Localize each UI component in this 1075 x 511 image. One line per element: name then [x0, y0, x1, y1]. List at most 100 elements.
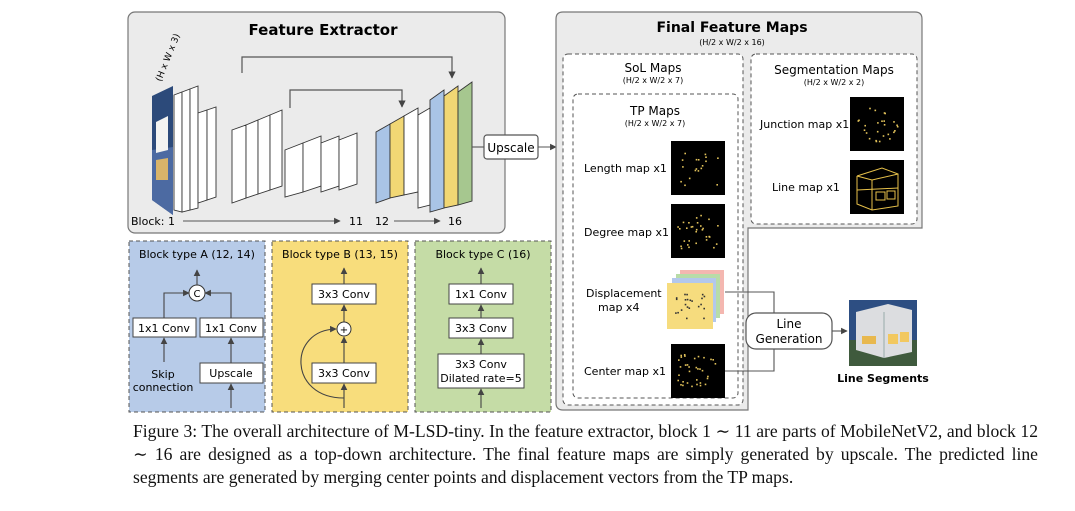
block-axis-mark-16: 16 — [448, 215, 462, 228]
map-dot — [701, 293, 704, 296]
final-feature-maps-dim: (H/2 x W/2 x 16) — [699, 38, 765, 47]
degree-map-label: Degree map x1 — [584, 226, 669, 239]
map-dot — [697, 305, 700, 308]
skip-connection-lines — [241, 56, 456, 108]
map-dot — [710, 358, 712, 361]
block-b-conv-bottom: 3x3 Conv — [318, 367, 370, 380]
map-dot — [684, 355, 686, 357]
map-dot — [705, 156, 707, 158]
map-dot — [703, 356, 705, 359]
map-dot — [679, 228, 681, 230]
tp-maps-title: TP Maps — [629, 104, 680, 118]
map-dot — [702, 227, 704, 230]
map-dot — [677, 379, 679, 382]
map-dot — [704, 153, 707, 156]
map-dot — [683, 240, 686, 242]
map-dot — [882, 135, 885, 137]
map-dot — [697, 368, 699, 370]
map-dot — [700, 214, 702, 217]
map-dot — [688, 246, 690, 249]
block-c-conv-3-line-2: Dilated rate=5 — [440, 372, 521, 385]
sol-maps-title: SoL Maps — [624, 61, 681, 75]
map-dot — [677, 311, 679, 314]
map-dot — [896, 124, 898, 127]
map-dot — [696, 379, 698, 381]
map-dot — [680, 356, 683, 358]
feature-extractor-panel: Feature Extractor (H x W x 3) — [127, 11, 506, 234]
map-dot — [707, 375, 709, 378]
map-dot — [695, 230, 697, 233]
map-dot — [681, 159, 684, 161]
figure-caption: Figure 3: The overall architecture of M-… — [133, 421, 1038, 487]
map-dot — [708, 218, 710, 221]
degree-map-thumbnail — [671, 204, 725, 258]
map-dot — [695, 242, 697, 245]
map-dot — [893, 121, 895, 123]
block-a-title: Block type A (12, 14) — [139, 248, 255, 261]
line-segments-image — [849, 300, 917, 366]
block-c-conv-3-line-1: 3x3 Conv — [455, 358, 507, 371]
map-dot — [701, 165, 704, 167]
block-b-conv-top: 3x3 Conv — [318, 288, 370, 301]
map-dot — [700, 167, 703, 170]
block-a-conv-right: 1x1 Conv — [205, 322, 257, 335]
block-a-skip-label-2: connection — [133, 381, 194, 394]
map-dot — [894, 130, 896, 132]
map-dot — [700, 225, 702, 227]
displacement-map-label-1: Displacement — [586, 287, 662, 300]
map-dot — [712, 359, 714, 361]
junction-map-thumbnail — [850, 97, 904, 151]
map-dot — [705, 160, 707, 163]
block-type-c-panel: Block type C (16) 1x1 Conv 3x3 Conv 3x3 … — [414, 240, 552, 413]
feature-layers — [173, 81, 473, 213]
map-dot — [875, 140, 878, 143]
final-feature-maps-panel: Final Feature Maps (H/2 x W/2 x 16) SoL … — [555, 11, 923, 411]
junction-map-label: Junction map x1 — [759, 118, 849, 131]
map-dot — [691, 300, 693, 302]
map-dot — [896, 125, 899, 128]
line-generation-connectors — [725, 291, 775, 372]
map-dot — [701, 369, 704, 372]
line-generation-label-2: Generation — [756, 332, 823, 346]
block-a-conv-left: 1x1 Conv — [138, 322, 190, 335]
length-map-thumbnail — [671, 141, 725, 195]
map-dot — [705, 236, 708, 238]
map-dot — [881, 120, 883, 122]
map-dot — [680, 247, 683, 250]
map-dot — [684, 184, 686, 187]
map-dot — [876, 130, 879, 133]
block-a-concat-symbol: C — [194, 289, 201, 300]
length-map-label: Length map x1 — [584, 162, 667, 175]
map-dot — [682, 384, 684, 387]
map-dot — [680, 245, 682, 248]
map-dot — [697, 355, 700, 358]
map-dot — [688, 240, 690, 242]
map-dot — [701, 297, 703, 300]
map-dot — [696, 383, 698, 386]
map-dot — [687, 244, 689, 246]
map-dot — [857, 120, 860, 122]
map-dot — [682, 381, 684, 383]
map-dot — [869, 107, 871, 110]
map-dot — [675, 297, 678, 299]
upscale-label: Upscale — [487, 141, 534, 155]
map-dot — [686, 317, 688, 320]
map-dot — [864, 124, 866, 127]
center-map-thumbnail — [671, 344, 725, 398]
map-dot — [695, 366, 698, 369]
displacement-map-label-2: map x4 — [598, 301, 639, 314]
map-dot — [889, 138, 891, 140]
map-dot — [686, 227, 688, 229]
block-a-skip-label-1: Skip — [151, 368, 174, 381]
map-dot — [684, 299, 687, 301]
map-dot — [680, 180, 682, 183]
line-map-house-drawing — [856, 167, 899, 211]
map-dot — [883, 120, 885, 122]
map-dot — [716, 184, 718, 186]
map-dot — [688, 307, 691, 309]
map-dot — [686, 306, 689, 308]
map-dot — [884, 112, 886, 115]
map-dot — [695, 228, 698, 231]
map-dot — [703, 307, 705, 310]
map-dot — [694, 169, 697, 172]
